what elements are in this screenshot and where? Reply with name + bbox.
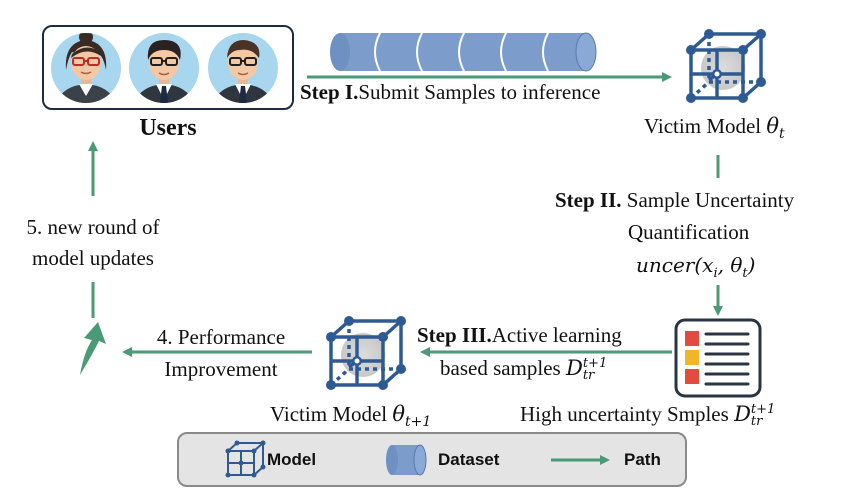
curved-arrow-icon <box>80 322 106 375</box>
users-label: Users <box>139 115 197 141</box>
formula-prefix: uncer(x <box>636 253 714 277</box>
victim-model-bottom-text: Victim Model <box>270 402 388 426</box>
victim-model-top-theta: θ <box>766 114 780 138</box>
dataset-cylinder-icon <box>386 444 427 476</box>
step2-text: Sample Uncertainty <box>621 188 795 212</box>
victim-model-bottom-label: Victim Model θt+1 <box>270 402 431 434</box>
step3-sub: tr <box>582 368 595 384</box>
step1-bold: Step I. <box>300 80 359 104</box>
legend-path-label: Path <box>624 450 661 469</box>
step3-text: Active learning <box>491 323 622 347</box>
model-cube-icon <box>326 316 406 390</box>
high-uncertainty-text: High uncertainty Smples <box>520 402 729 426</box>
user-avatar-icon <box>51 33 121 103</box>
step5-line2: model updates <box>32 246 154 270</box>
victim-model-top-sub: t <box>779 126 785 143</box>
victim-model-top-label: Victim Model θt <box>644 114 785 146</box>
step2-line2: Quantification <box>628 220 750 244</box>
step2-bold: Step II. <box>555 188 622 212</box>
step3-bold: Step III. <box>417 323 492 347</box>
high-uncertainty-D: D <box>734 402 751 426</box>
step3-line2-text: based samples <box>440 356 561 380</box>
step3-sup: t+1 <box>582 356 608 372</box>
victim-model-bottom-sub: t+1 <box>405 414 432 431</box>
victim-model-top-text: Victim Model <box>644 114 762 138</box>
formula-t: t <box>742 266 748 281</box>
step5-line1: 5. new round of <box>26 215 160 239</box>
step1-text: Submit Samples to inference <box>358 80 601 104</box>
high-uncertainty-sup: t+1 <box>750 402 776 418</box>
high-uncertainty-sub: tr <box>750 414 763 430</box>
legend-box <box>177 432 687 487</box>
step3-label: Step III.Active learning <box>417 323 622 347</box>
legend-dataset-label: Dataset <box>438 450 500 469</box>
formula-i: i <box>713 266 718 281</box>
step2-label: Step II. Sample Uncertainty <box>555 188 794 212</box>
formula-end: ) <box>747 253 756 277</box>
step3-D: D <box>565 356 583 380</box>
document-list-icon <box>674 318 762 398</box>
dataset-cylinder-icon <box>330 32 597 72</box>
step4-line1: 4. Performance <box>156 325 286 349</box>
model-cube-icon <box>225 440 266 478</box>
step4-line2: Improvement <box>164 357 278 381</box>
step1-label: Step I.Submit Samples to inference <box>300 80 600 104</box>
formula-mid: , θ <box>717 253 743 277</box>
victim-model-bottom-theta: θ <box>392 402 406 426</box>
legend-model-label: Model <box>267 450 317 469</box>
model-cube-icon <box>686 29 766 103</box>
uncertainty-formula: uncer(xi, θt) <box>636 253 755 286</box>
